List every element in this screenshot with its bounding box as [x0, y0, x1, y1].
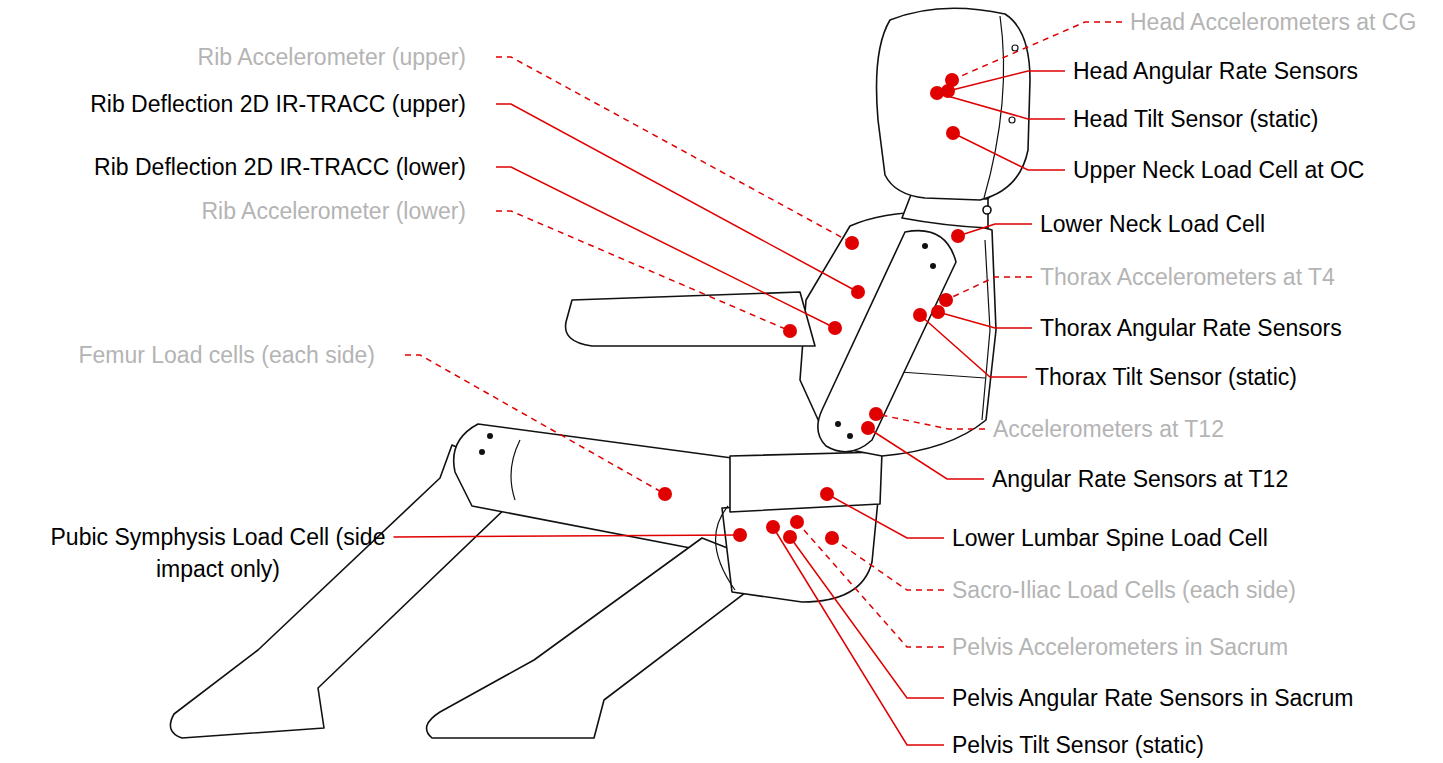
leader-line [496, 167, 835, 328]
elbow-bolt [847, 433, 853, 439]
leader-line [496, 104, 858, 292]
knee-bolt [487, 433, 493, 439]
sensor-dot [733, 528, 747, 542]
leader-line [827, 494, 944, 538]
sensor-dot [851, 285, 865, 299]
sensor-dot [790, 515, 804, 529]
head-bolt [1012, 45, 1018, 51]
sensor-label: Pelvis Angular Rate Sensors in Sacrum [952, 682, 1353, 714]
shoulder-bolt [922, 243, 928, 249]
sensor-label: Lower Neck Load Cell [1040, 208, 1265, 240]
leader-line [876, 414, 985, 429]
leader-line [938, 312, 1032, 328]
sensor-dot [939, 293, 953, 307]
sensor-dot [783, 530, 797, 544]
chest-strap [900, 372, 985, 378]
sensor-dot [930, 86, 944, 100]
sensor-dot [825, 531, 839, 545]
spine [982, 240, 990, 420]
sensor-label: Pelvis Accelerometers in Sacrum [952, 631, 1288, 663]
leader-line [496, 211, 790, 331]
leader-line [920, 315, 1027, 377]
leader-line [405, 355, 665, 494]
sensor-label: Rib Accelerometer (lower) [201, 195, 466, 227]
head-bolt [1009, 117, 1015, 123]
head [877, 8, 1031, 200]
sensor-dot [828, 321, 842, 335]
leader-line [868, 428, 984, 479]
torso [800, 212, 996, 456]
leader-line [393, 535, 740, 537]
leader-line [832, 538, 944, 590]
near-shin [427, 538, 778, 738]
far-shin [170, 445, 512, 738]
leader-line [790, 537, 944, 698]
sensor-dot [783, 324, 797, 338]
sensor-label: Accelerometers at T12 [993, 413, 1224, 445]
sensor-label: Pelvis Tilt Sensor (static) [952, 729, 1204, 761]
abdomen [730, 452, 882, 512]
sensor-label: Angular Rate Sensors at T12 [992, 463, 1288, 495]
sensor-label: Thorax Accelerometers at T4 [1040, 261, 1335, 293]
sensor-dot [931, 305, 945, 319]
leader-line [948, 71, 1065, 91]
sensor-label: Rib Accelerometer (upper) [198, 41, 466, 73]
knee-bolt [479, 449, 485, 455]
pelvis-seam [716, 506, 735, 590]
sensor-dot [861, 421, 875, 435]
shoulder-bolt [930, 263, 936, 269]
sensor-label: Lower Lumbar Spine Load Cell [952, 522, 1268, 554]
sensor-label: Femur Load cells (each side) [78, 339, 375, 371]
sensor-label: Sacro-Iliac Load Cells (each side) [952, 574, 1296, 606]
leader-line [946, 277, 1032, 300]
sensor-label: Pubic Symphysis Load Cell (side impact o… [38, 521, 398, 585]
sensor-dot [845, 236, 859, 250]
sensor-label: Rib Deflection 2D IR-TRACC (upper) [90, 88, 466, 120]
sensor-label: Head Accelerometers at CG [1130, 6, 1416, 38]
sensor-label: Head Tilt Sensor (static) [1073, 103, 1318, 135]
sensor-dot [913, 308, 927, 322]
leader-line [937, 93, 1065, 119]
upper-arm [818, 231, 956, 452]
sensor-dot [869, 407, 883, 421]
sensor-label: Thorax Tilt Sensor (static) [1035, 361, 1297, 393]
sensor-label: Thorax Angular Rate Sensors [1040, 312, 1342, 344]
leader-line [953, 133, 1065, 170]
leader-line [496, 57, 852, 243]
sensor-dot [766, 520, 780, 534]
sensor-dot [946, 126, 960, 140]
sensor-label: Head Angular Rate Sensors [1073, 55, 1358, 87]
sensor-dot [658, 487, 672, 501]
sensor-label: Upper Neck Load Cell at OC [1073, 154, 1364, 186]
sensor-label: Rib Deflection 2D IR-TRACC (lower) [94, 151, 466, 183]
leader-line [958, 224, 1032, 236]
leader-line [773, 527, 944, 745]
sensor-dot [820, 487, 834, 501]
elbow-bolt [835, 421, 841, 427]
thigh-seam [511, 440, 520, 500]
leader-line [797, 522, 944, 647]
sensor-dot [951, 229, 965, 243]
